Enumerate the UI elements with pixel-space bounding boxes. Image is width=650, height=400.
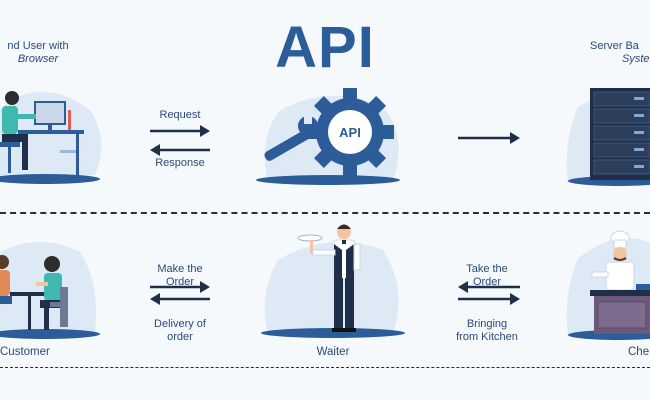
gear-label: API bbox=[339, 125, 361, 140]
server-rack-illustration bbox=[566, 88, 650, 186]
customers-illustration bbox=[0, 242, 100, 339]
bringing-label: Bringing from Kitchen bbox=[446, 318, 528, 344]
make-order-line2: Order bbox=[165, 276, 195, 288]
waiter-illustration bbox=[261, 224, 405, 338]
make-order-label: Make the Order bbox=[145, 263, 215, 289]
customer-label: Customer bbox=[0, 346, 50, 358]
section-divider bbox=[0, 212, 650, 214]
end-user-caption-line2: Browser bbox=[17, 53, 59, 65]
bottom-divider bbox=[0, 367, 650, 368]
response-label: Response bbox=[155, 157, 205, 169]
end-user-caption-line1: nd User with bbox=[7, 40, 69, 52]
order-arrows-right bbox=[458, 281, 520, 305]
delivery-label: Delivery of order bbox=[142, 318, 218, 344]
delivery-line1: Delivery of bbox=[154, 318, 206, 330]
end-user-caption: nd User with Browser bbox=[0, 40, 78, 66]
response-arrowhead bbox=[150, 144, 160, 156]
request-response-arrows bbox=[150, 125, 210, 156]
api-gear-illustration: API bbox=[256, 88, 400, 185]
server-caption: Server Ba Syste bbox=[590, 40, 650, 66]
request-arrowhead bbox=[200, 125, 210, 137]
waiter-label: Waiter bbox=[316, 346, 350, 358]
wrench-icon bbox=[264, 116, 318, 161]
user-at-desk-illustration bbox=[0, 91, 102, 184]
server-caption-line1: Server Ba bbox=[590, 40, 639, 52]
take-order-line2: Order bbox=[472, 276, 502, 288]
delivery-line2: order bbox=[167, 331, 193, 343]
page-title: API bbox=[275, 15, 375, 80]
order-arrows-left bbox=[150, 281, 210, 305]
request-label: Request bbox=[159, 109, 201, 121]
bringing-line1: Bringing bbox=[466, 318, 508, 330]
server-arrow bbox=[458, 132, 520, 144]
chef-illustration bbox=[566, 230, 650, 340]
take-order-line1: Take the bbox=[466, 263, 508, 275]
bringing-line2: from Kitchen bbox=[456, 331, 518, 343]
server-caption-line2: Syste bbox=[622, 53, 650, 65]
take-order-label: Take the Order bbox=[452, 263, 522, 289]
chef-label: Che bbox=[628, 346, 650, 358]
make-order-line1: Make the bbox=[157, 263, 203, 275]
